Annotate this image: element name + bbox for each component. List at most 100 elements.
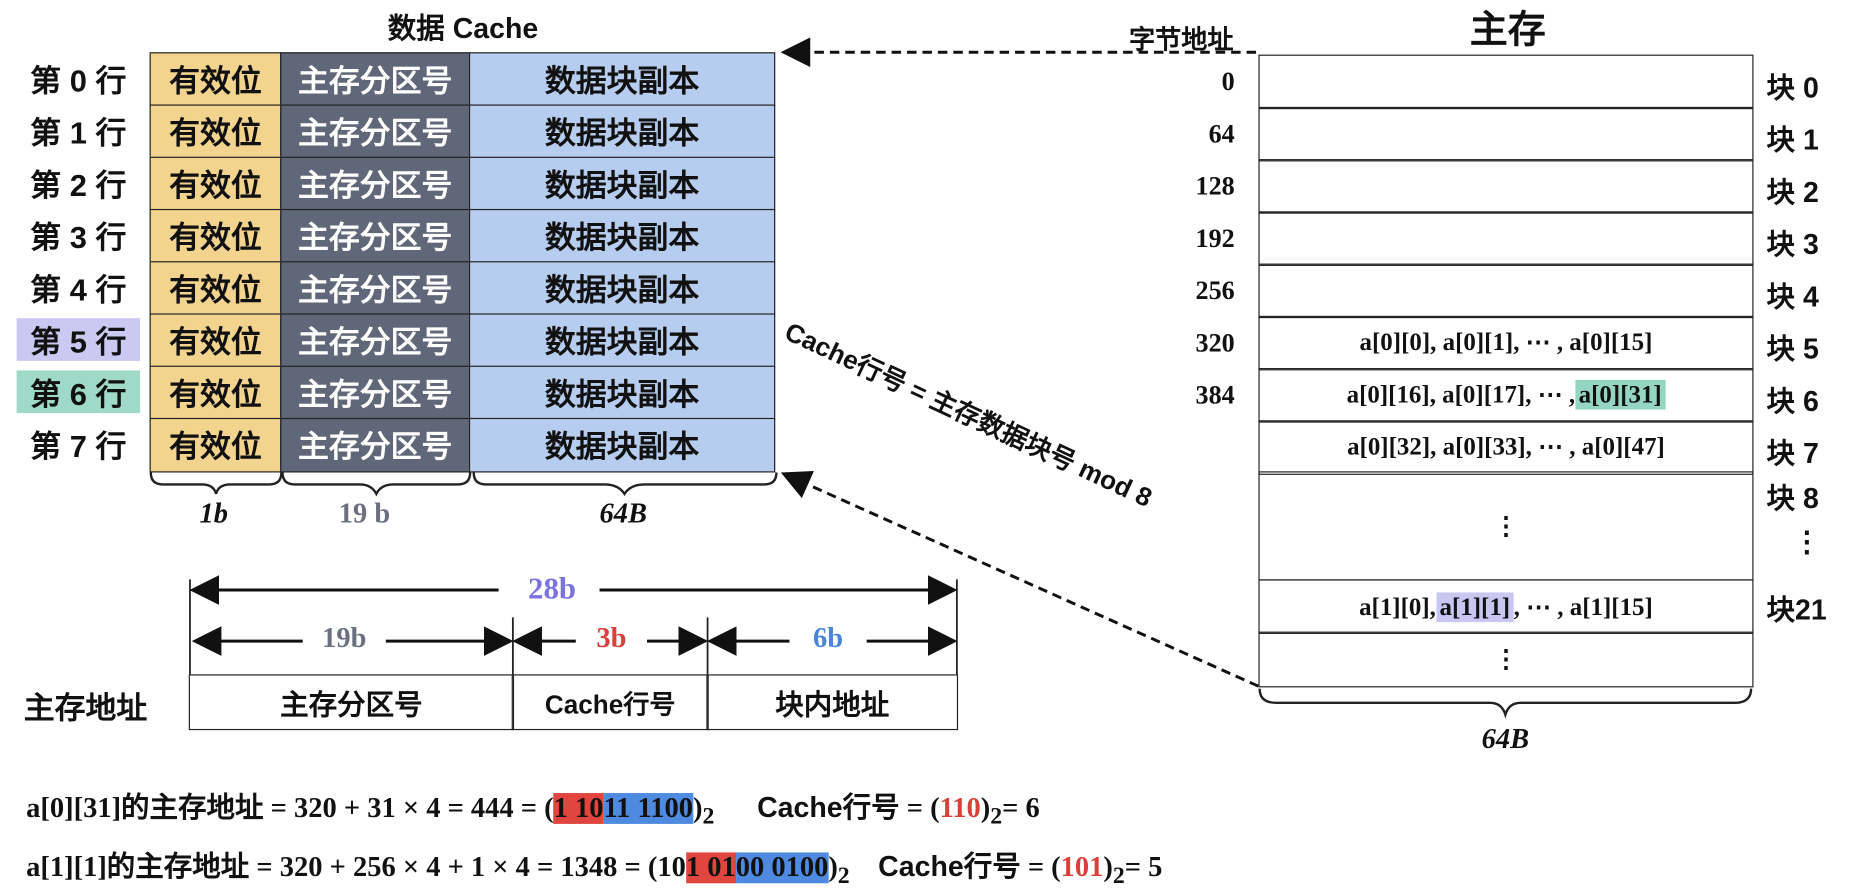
formula-result: = 5 xyxy=(1124,852,1163,884)
memory-tail-row: ⋮ xyxy=(1258,631,1754,688)
formula-line-close: ) xyxy=(980,793,991,824)
formula-line-sub: 2 xyxy=(990,803,1003,830)
a11-highlight: a[1][1] xyxy=(1435,591,1514,622)
valid-bit-cell: 有效位 xyxy=(149,104,282,159)
formula-close: ) xyxy=(828,852,838,884)
valid-bit-cell: 有效位 xyxy=(149,261,282,316)
memory-block-row xyxy=(1258,159,1754,214)
row-content: a[0][0], a[0][1], ⋯ , a[0][15] xyxy=(1359,327,1653,357)
valid-bit-cell: 有效位 xyxy=(149,156,282,211)
formula-cn: 的主存地址 xyxy=(106,851,250,884)
address-field-tag: 主存分区号 xyxy=(188,674,515,731)
formula-line-bits: 101 xyxy=(1060,852,1104,884)
row21-post: , ⋯ , a[1][15] xyxy=(1513,591,1653,621)
address-field-line: Cache行号 xyxy=(511,674,709,731)
byte-address: 0 xyxy=(1221,66,1235,97)
byte-address: 384 xyxy=(1195,379,1235,410)
formula-line-close: ) xyxy=(1103,852,1113,884)
memory-block-row: a[0][32], a[0][33], ⋯ , a[0][47] xyxy=(1258,420,1754,475)
row21-pre: a[1][0], xyxy=(1359,591,1436,621)
formula-line-label: Cache行号 xyxy=(757,791,900,824)
block-label: 块 0 xyxy=(1766,72,1819,105)
address-label: 主存地址 xyxy=(23,689,148,726)
cache-row-label: 第 5 行 xyxy=(16,318,141,361)
brace-data xyxy=(472,472,778,497)
line-field-width: 3b xyxy=(596,623,627,655)
row-content: a[0][16], a[0][17], ⋯ , xyxy=(1346,380,1576,409)
cache-row-label: 第 2 行 xyxy=(30,166,127,203)
row-content: a[0][32], a[0][33], ⋯ , a[0][47] xyxy=(1347,432,1665,461)
address-field-offset: 块内地址 xyxy=(706,674,959,731)
data-block-cell: 数据块副本 xyxy=(468,208,776,263)
cache-row-label: 第 1 行 xyxy=(30,114,127,151)
byte-address: 320 xyxy=(1195,327,1235,358)
address-total-width: 28b xyxy=(528,571,577,606)
block-label: 块 2 xyxy=(1766,176,1819,209)
block-label: 块 5 xyxy=(1766,333,1819,366)
byte-address: 64 xyxy=(1208,118,1235,149)
address-formula: a[0][31]的主存地址 = 320 + 31 × 4 = 444 = (1 … xyxy=(26,784,1040,831)
memory-block-row: a[0][16], a[0][17], ⋯ , a[0][31] xyxy=(1258,368,1754,423)
formula-sub: 2 xyxy=(702,803,715,830)
formula-line-sub: 2 xyxy=(1112,862,1125,889)
tag-cell: 主存分区号 xyxy=(279,261,471,316)
valid-bit-cell: 有效位 xyxy=(149,208,282,263)
tag-cell: 主存分区号 xyxy=(279,104,471,159)
valid-width: 1b xyxy=(199,498,228,530)
tag-cell: 主存分区号 xyxy=(279,417,471,472)
cache-row-label: 第 7 行 xyxy=(30,427,127,464)
cache-title: 数据 Cache xyxy=(387,13,539,46)
address-header: 字节地址 xyxy=(1129,24,1234,55)
cache-row-label: 第 6 行 xyxy=(16,370,141,414)
memory-block-row xyxy=(1258,211,1754,266)
memory-block-row xyxy=(1258,54,1754,109)
formula-bits-blue: 00 0100 xyxy=(735,852,829,884)
memory-width: 64B xyxy=(1481,724,1530,756)
tag-cell: 主存分区号 xyxy=(279,156,471,211)
data-block-cell: 数据块副本 xyxy=(468,417,776,472)
block-label: 块 6 xyxy=(1766,385,1819,418)
tag-cell: 主存分区号 xyxy=(279,313,471,368)
cache-row-label: 第 0 行 xyxy=(30,62,127,98)
a031-highlight: a[0][31] xyxy=(1575,380,1666,410)
formula-line-label: Cache行号 xyxy=(878,851,1021,884)
formula-eq: = ( xyxy=(899,793,940,824)
cache-row: 有效位主存分区号数据块副本 xyxy=(149,365,779,420)
valid-bit-cell: 有效位 xyxy=(149,365,282,420)
block-label: 块 4 xyxy=(1766,281,1819,314)
tag-cell: 主存分区号 xyxy=(279,208,471,263)
formula-bits-red: 1 10 xyxy=(553,793,604,824)
formula-sub: 2 xyxy=(837,862,850,889)
formula-lhs: a[1][1] xyxy=(26,852,107,884)
address-formula: a[1][1]的主存地址 = 320 + 256 × 4 + 1 × 4 = 1… xyxy=(26,843,1162,890)
valid-bit-cell: 有效位 xyxy=(149,417,282,472)
tag-cell: 主存分区号 xyxy=(279,365,471,420)
block-21-label: 块21 xyxy=(1766,594,1827,627)
formula-expr: = 320 + 31 × 4 = 444 = ( xyxy=(263,793,554,824)
memory-title: 主存 xyxy=(1469,8,1546,52)
brace-tag xyxy=(281,472,472,497)
brace-memory xyxy=(1258,688,1753,719)
block-label: 块 3 xyxy=(1766,229,1819,262)
byte-address: 192 xyxy=(1195,223,1235,253)
formula-eq: = ( xyxy=(1020,852,1061,884)
cache-row: 有效位主存分区号数据块副本 xyxy=(149,417,779,472)
data-block-cell: 数据块副本 xyxy=(468,365,776,420)
ellipsis: ⋮ xyxy=(1493,644,1519,674)
block-8-label: 块 8 xyxy=(1766,483,1819,516)
byte-address: 128 xyxy=(1195,170,1235,201)
memory-block-row: a[0][0], a[0][1], ⋯ , a[0][15] xyxy=(1258,315,1754,370)
cache-row: 有效位主存分区号数据块副本 xyxy=(149,261,779,316)
byte-address: 256 xyxy=(1195,275,1235,306)
formula-bits-red: 1 01 xyxy=(685,852,736,884)
data-width: 64B xyxy=(599,498,648,530)
tag-width: 19 b xyxy=(338,498,391,530)
cache-row: 有效位主存分区号数据块副本 xyxy=(149,104,779,159)
memory-block-row xyxy=(1258,106,1754,161)
dashed-arrow-bottom xyxy=(780,471,1260,688)
cache-row: 有效位主存分区号数据块副本 xyxy=(149,208,779,263)
block-label: 块 1 xyxy=(1766,124,1819,157)
block-ellipsis: ⋮ xyxy=(1792,525,1822,558)
